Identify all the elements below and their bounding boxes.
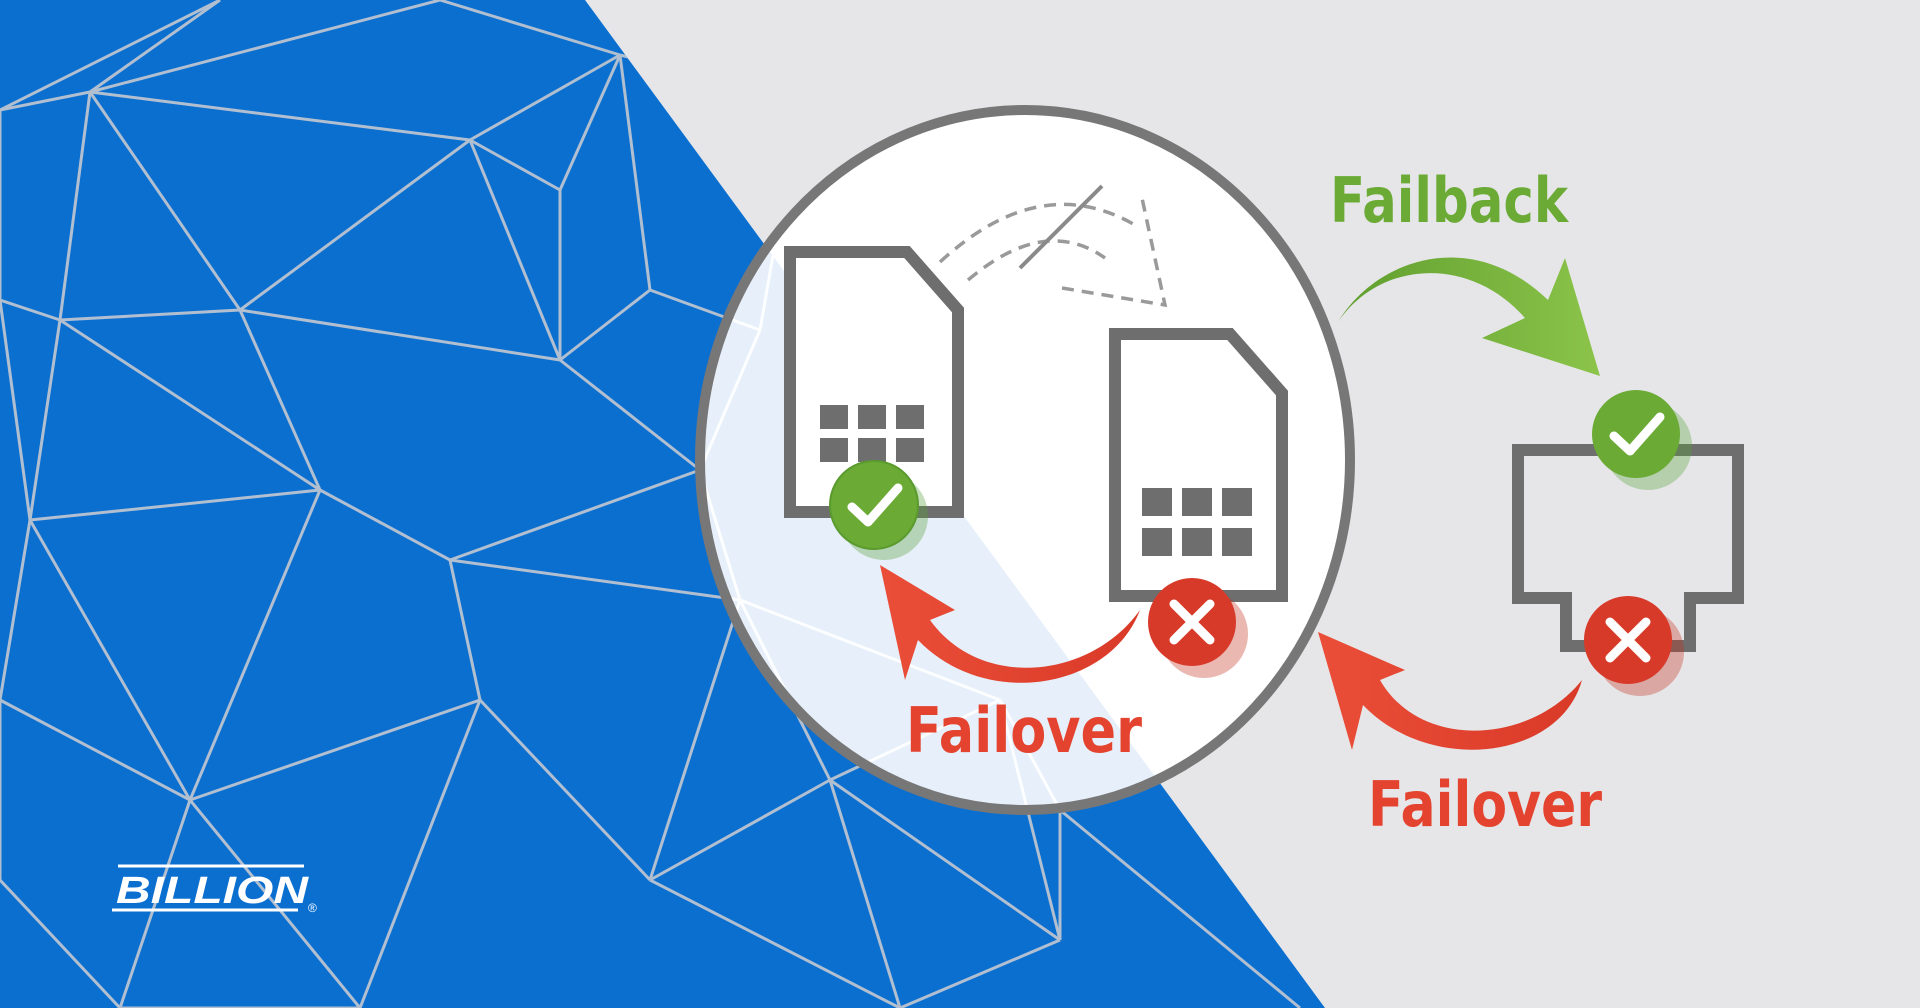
failover-arrow-wan — [1318, 632, 1582, 750]
sim-primary — [784, 246, 964, 518]
mesh-line — [0, 298, 61, 322]
failover-label-wan: Failover — [1368, 768, 1602, 841]
checkmark-icon — [1609, 412, 1665, 456]
mesh-line — [239, 138, 471, 312]
mesh-line — [89, 90, 471, 142]
mesh-line — [829, 778, 1061, 942]
mesh-line — [439, 0, 621, 57]
mesh-line — [469, 138, 561, 192]
mesh-line — [358, 699, 482, 1008]
mesh-line — [118, 799, 192, 1008]
mesh-line — [649, 878, 901, 1008]
failback-label: Failback — [1330, 164, 1569, 237]
wan-port-icon — [1512, 444, 1744, 652]
mesh-line — [0, 299, 32, 521]
mesh-line — [0, 698, 191, 802]
billion-logo-text: BILLION — [116, 870, 310, 912]
mesh-line — [558, 54, 622, 191]
mesh-line — [319, 488, 451, 562]
billion-logo: BILLION ® — [112, 864, 317, 915]
mesh-line — [59, 318, 321, 492]
mesh-line — [449, 468, 701, 562]
mesh-line — [478, 698, 652, 882]
primary-sim-check-badge — [829, 460, 928, 560]
failover-label-sim: Failover — [906, 694, 1142, 767]
mesh-line — [448, 559, 482, 701]
x-mark-icon — [1169, 599, 1215, 645]
mesh-line — [29, 488, 321, 522]
x-mark-icon — [1605, 617, 1651, 663]
mesh-line — [559, 288, 651, 362]
mesh-line — [469, 53, 621, 142]
backup-sim-x-badge — [1148, 578, 1248, 678]
mesh-line — [89, 0, 441, 94]
signal-blocked-icon — [938, 184, 1168, 308]
mesh-line — [0, 90, 91, 112]
sim-chip-grid — [820, 405, 924, 462]
mesh-line — [700, 469, 742, 601]
mesh-line — [828, 779, 902, 1008]
mesh-line — [468, 139, 562, 361]
mesh-line — [618, 54, 652, 291]
mesh-line — [88, 91, 242, 311]
mesh-line — [58, 91, 92, 321]
mesh-line — [700, 329, 762, 471]
mesh-line — [189, 698, 481, 802]
mesh-line — [59, 308, 241, 322]
mesh-line — [28, 519, 192, 801]
wan-down-x-badge — [1584, 596, 1684, 696]
failback-arrow — [1338, 257, 1600, 376]
wan-up-check-badge — [1592, 390, 1692, 490]
mesh-line — [239, 308, 561, 362]
checkmark-icon — [847, 483, 903, 527]
mesh-line — [449, 558, 741, 602]
mesh-line — [28, 319, 62, 521]
mesh-line — [559, 358, 701, 472]
mesh-line — [739, 598, 1001, 702]
sim-backup — [1109, 328, 1288, 602]
mesh-line — [0, 519, 32, 701]
registered-mark: ® — [308, 901, 317, 915]
mesh-line — [998, 699, 1062, 810]
mesh-line — [899, 938, 1061, 1008]
mesh-line — [188, 489, 322, 801]
mesh-line — [238, 309, 322, 491]
mesh-line — [188, 799, 362, 1008]
mesh-line — [0, 878, 122, 1008]
mesh-line — [89, 0, 221, 94]
sim-chip-grid — [1142, 488, 1252, 556]
mesh-line — [648, 599, 742, 881]
mesh-line — [998, 699, 1062, 810]
mesh-line — [0, 0, 221, 112]
mesh-line — [649, 778, 831, 882]
failover-arrow-sim — [880, 565, 1140, 683]
mesh-line — [1059, 808, 1301, 1008]
